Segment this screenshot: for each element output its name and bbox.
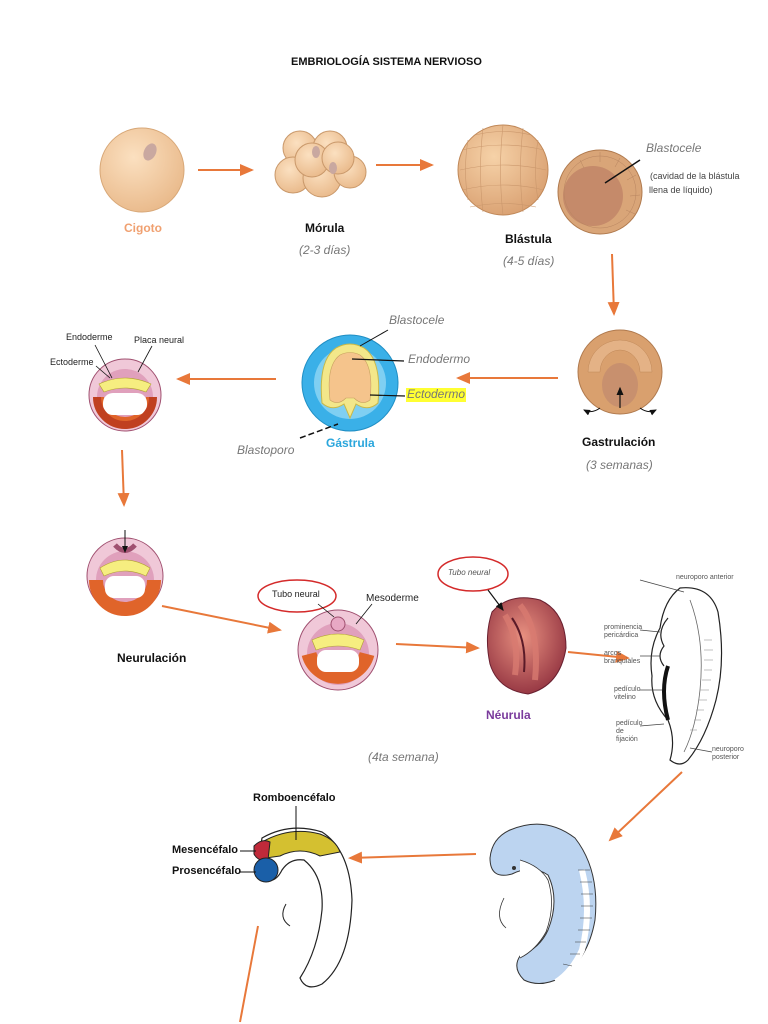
neural-tube-illustration xyxy=(257,579,379,691)
gastrula-blastocele-leader xyxy=(359,329,389,347)
blastocele-note-1: (cavidad de la blástula xyxy=(650,171,740,181)
placa-neural-label: Placa neural xyxy=(134,335,185,345)
prosencefalo-label: Prosencéfalo xyxy=(172,865,242,877)
embryo-sketch xyxy=(639,579,723,765)
blastula-label: Blástula xyxy=(505,232,552,246)
blastula-section-illustration xyxy=(557,149,643,235)
neural-plate-illustration xyxy=(88,344,162,432)
arrow-embryo-blueembryo xyxy=(608,771,683,842)
gastrula-blastocele-label: Blastocele xyxy=(389,313,445,327)
arrow-neuraltube-neurula xyxy=(395,641,480,654)
blue-embryo-illustration xyxy=(489,823,597,985)
cigoto-label: Cigoto xyxy=(124,221,162,235)
brain-embryo-illustration xyxy=(240,806,353,988)
blastocele-note-2: llena de líquido) xyxy=(649,185,713,195)
morula-illustration xyxy=(274,130,367,198)
ectodermo-label: Ectodermo xyxy=(406,387,467,402)
gastrula-label: Gástrula xyxy=(326,436,375,450)
embryo-label-4: pedículo vitelino xyxy=(614,686,641,702)
neurula-label: Néurula xyxy=(486,708,531,722)
tubo-neural-label: Tubo neural xyxy=(272,589,320,599)
embryo-label-6: neuroporo posterior xyxy=(712,746,744,762)
arrow-blueembryo-brain xyxy=(348,851,477,864)
neurula-illustration xyxy=(437,556,567,695)
arrow-neurula-embryo xyxy=(567,650,630,663)
blastoporo-leader xyxy=(299,423,339,439)
gastrula-illustration xyxy=(299,329,406,439)
ectoderme-label: Ectoderme xyxy=(50,357,94,367)
embryo-label-2: prominencia pericárdica xyxy=(604,624,643,640)
blastula-illustration xyxy=(457,124,549,216)
neurula-tubo-circle xyxy=(437,556,509,592)
morula-label: Mórula xyxy=(305,221,345,235)
ectodermo-leader xyxy=(369,394,406,397)
week-label: (4ta semana) xyxy=(368,750,439,764)
arrow-neurulacion-neuraltube xyxy=(161,605,282,634)
gastrulacion-time: (3 semanas) xyxy=(586,458,653,472)
romboencefalo-label: Romboencéfalo xyxy=(253,792,336,804)
mesoderme-label: Mesoderme xyxy=(366,593,419,604)
embryo-label-5: pedículo de fijación xyxy=(616,720,643,744)
blastula-time: (4-5 días) xyxy=(503,254,555,268)
blastoporo-label: Blastoporo xyxy=(237,443,295,457)
endodermo-label: Endodermo xyxy=(408,352,471,366)
tubo-neural-circle xyxy=(257,579,337,613)
neurulacion-illustration xyxy=(86,530,164,616)
embryo-label-3: arcos branquiales xyxy=(604,650,641,666)
cigoto-illustration xyxy=(99,127,185,213)
blastocele-label: Blastocele xyxy=(646,141,702,155)
endodermo-leader xyxy=(351,358,405,362)
arrow-blastula-gastrulacion xyxy=(607,253,620,316)
arrow-brain-down xyxy=(239,925,259,1023)
gastrulacion-illustration xyxy=(577,329,663,416)
neurulacion-label: Neurulación xyxy=(117,651,187,665)
mesencefalo-label: Mesencéfalo xyxy=(172,844,239,856)
endoderme-label: Endoderme xyxy=(66,332,113,342)
morula-time: (2-3 días) xyxy=(299,243,351,257)
arrow-neuralplate-neurulacion xyxy=(117,449,130,507)
page-title: EMBRIOLOGÍA SISTEMA NERVIOSO xyxy=(291,56,482,68)
embryo-label-1: neuroporo anterior xyxy=(676,574,734,581)
gastrulacion-label: Gastrulación xyxy=(582,435,656,449)
neurula-tubo-label: Tubo neural xyxy=(448,568,491,577)
blastocele-leader xyxy=(604,159,641,184)
